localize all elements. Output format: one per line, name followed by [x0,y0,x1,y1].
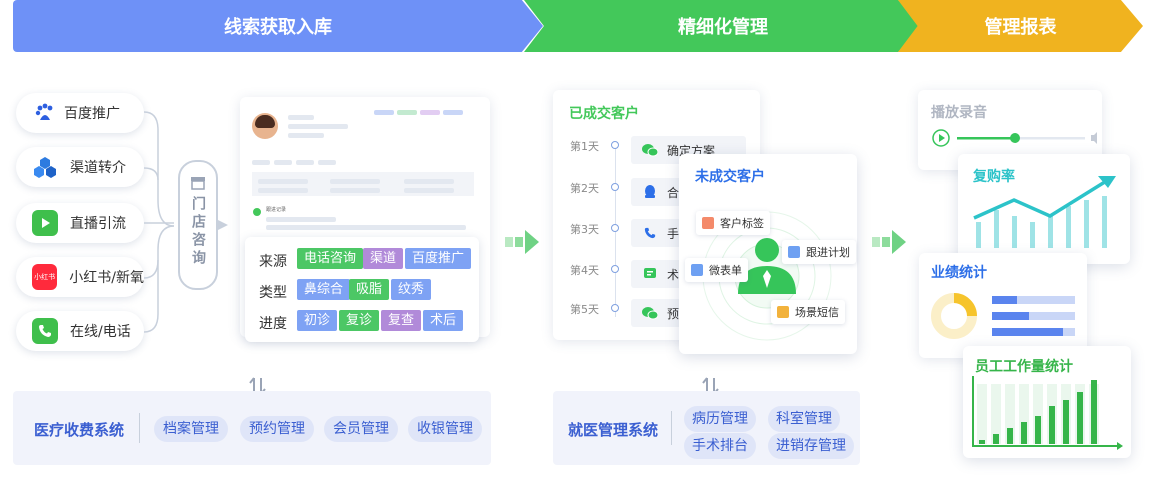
source-baidu: 百度推广 [16,93,144,133]
wechat-icon [641,305,659,321]
day-label: 第4天 [570,264,599,277]
system-item-archive[interactable]: 档案管理 [154,416,228,442]
undeal-card-title: 未成交客户 [695,169,765,185]
form-icon [691,264,703,276]
tag: 术后 [423,310,464,331]
workload-card: 员工工作量统计 [963,346,1131,458]
source-xiaohongshu: 小红书 小红书/新氧 [16,257,144,297]
avatar [252,113,278,139]
customer-person-icon [738,238,796,294]
system-item-records[interactable]: 病历管理 [684,406,756,432]
lead-tags-panel: 来源 电话咨询 渠道 百度推广 类型 鼻综合 吸脂 纹秀 进度 初诊 复诊 复查… [245,237,479,342]
qq-icon [641,184,659,200]
flow-arrow-icon [872,230,906,254]
day-label: 第5天 [570,303,599,316]
system-medical-charge: 医疗收费系统 档案管理 预约管理 会员管理 收银管理 [13,391,491,465]
tag: 复查 [381,310,422,331]
flow-arrow-icon [505,230,539,254]
chip-micro-form: 微表单 [685,258,748,282]
performance-card: 业绩统计 [919,253,1087,358]
day-label: 第1天 [570,140,599,153]
tag: 复诊 [339,310,380,331]
source-label: 小红书/新氧 [69,270,144,286]
tag: 鼻综合 [297,279,351,300]
workload-bar-chart [972,376,1123,450]
tag: 吸脂 [349,279,390,300]
chip-customer-tag: 客户标签 [696,211,770,235]
tag: 电话咨询 [297,248,364,269]
store-icon [191,177,205,190]
source-connector [143,111,175,333]
source-label: 百度推广 [64,106,120,122]
repurchase-title: 复购率 [973,169,1015,185]
xiaohongshu-icon: 小红书 [32,264,58,290]
cubes-icon [32,154,58,180]
system-medical-management: 就医管理系统 病历管理 科室管理 手术排台 进销存管理 [553,391,860,465]
arrow-right-icon [218,220,228,230]
store-label: 门店咨询 [190,196,206,268]
system-item-surgery-schedule[interactable]: 手术排台 [684,433,756,459]
baidu-paw-icon [32,100,58,126]
system-item-inventory[interactable]: 进销存管理 [768,433,854,459]
stage-lead-acquisition: 线索获取入库 [13,0,543,52]
performance-donut [931,293,977,339]
deal-card-title: 已成交客户 [569,106,639,122]
row-label: 进度 [259,316,287,332]
wechat-icon [641,142,659,158]
system-title: 就医管理系统 [568,421,659,439]
system-item-departments[interactable]: 科室管理 [768,406,840,432]
row-label: 来源 [259,254,287,270]
tag-icon [702,217,714,229]
day-label: 第2天 [570,182,599,195]
phone-icon [32,318,58,344]
phone-icon [641,225,659,241]
followup-dot [253,208,261,216]
followup-label: 跟进记录 [266,207,287,213]
stage-label: 线索获取入库 [224,17,332,38]
repurchase-card: 复购率 [958,154,1130,264]
store-consult: 门店咨询 [178,160,218,290]
source-label: 渠道转介 [70,160,126,176]
performance-title: 业绩统计 [931,265,987,281]
day-label: 第3天 [570,223,599,236]
source-label: 在线/电话 [70,324,131,340]
repurchase-trend-chart [973,176,1116,248]
live-tv-icon [32,210,58,236]
stage-management-reports: 管理报表 [898,0,1143,52]
source-label: 直播引流 [70,216,126,232]
checklist-icon [788,246,800,258]
workload-title: 员工工作量统计 [975,359,1073,375]
stage-label: 管理报表 [984,17,1057,38]
system-title: 医疗收费系统 [34,421,125,439]
chip-follow-plan: 跟进计划 [782,240,856,264]
message-icon [641,266,659,282]
audio-title: 播放录音 [931,105,987,121]
stage-fine-management: 精细化管理 [524,0,922,52]
sms-icon [777,306,789,318]
source-channel: 渠道转介 [16,147,144,187]
undeal-customer-card: 未成交客户 客户标签 跟进计划 微表单 场景短信 [679,154,857,354]
tag: 初诊 [297,310,338,331]
tag: 百度推广 [405,248,472,269]
chip-scene-sms: 场景短信 [771,300,845,324]
row-label: 类型 [259,285,287,301]
stage-label: 精细化管理 [678,17,768,38]
system-item-appointment[interactable]: 预约管理 [240,416,314,442]
source-online-phone: 在线/电话 [16,311,144,351]
system-item-membership[interactable]: 会员管理 [324,416,398,442]
tag: 渠道 [363,248,404,269]
audio-player[interactable] [931,128,1101,148]
tag: 纹秀 [391,279,432,300]
source-live: 直播引流 [16,203,144,243]
system-item-cashier[interactable]: 收银管理 [408,416,482,442]
